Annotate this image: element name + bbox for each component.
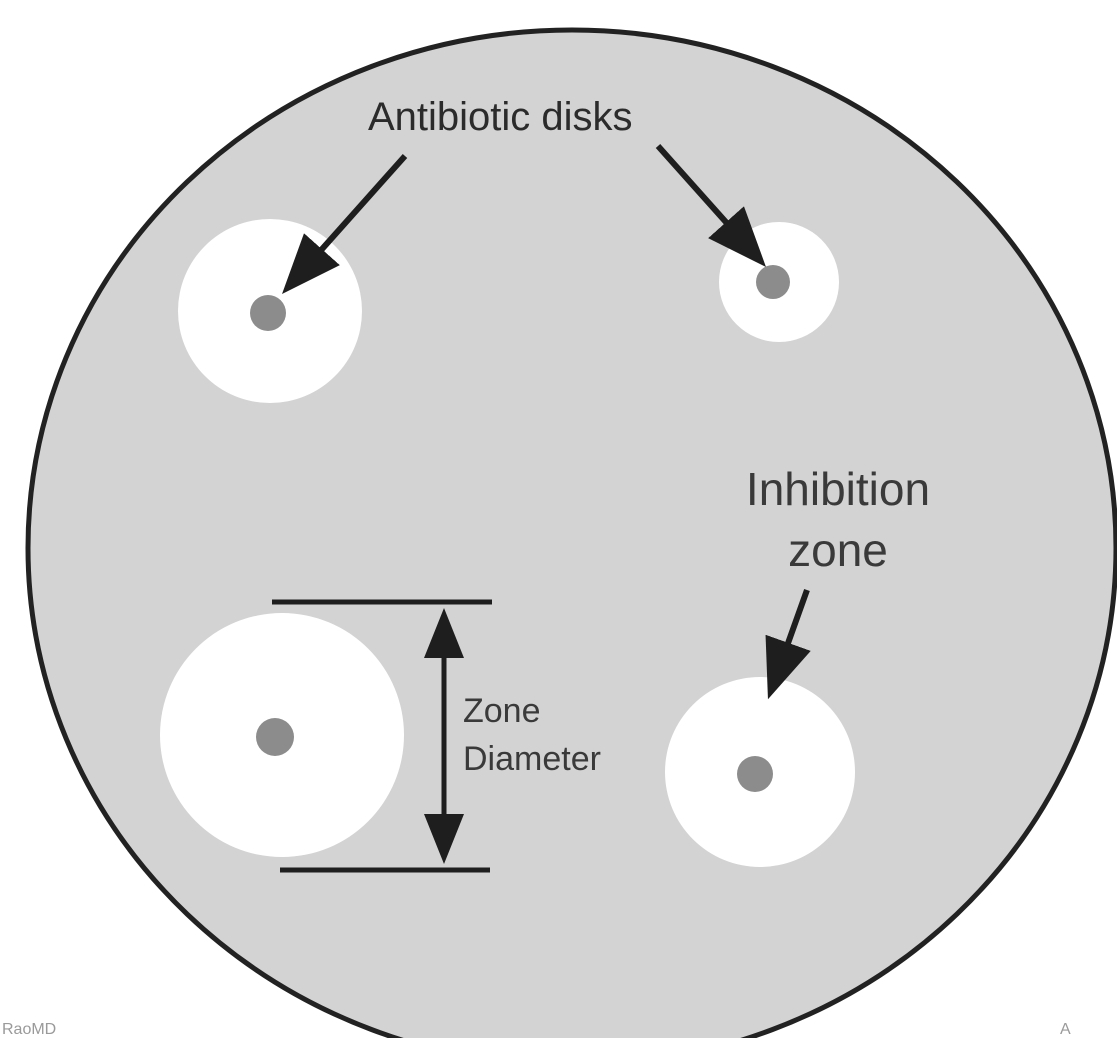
watermark-left: RaoMD <box>2 1021 56 1038</box>
label-zone-diameter-line1: Zone <box>463 692 541 730</box>
petri-dish <box>28 30 1116 1038</box>
label-zone-diameter-line2: Diameter <box>463 740 601 778</box>
label-zone: zone <box>788 524 888 576</box>
antibiotic-disk-bottom-left <box>256 718 294 756</box>
watermark-right: A <box>1060 1021 1071 1038</box>
label-antibiotic-disks: Antibiotic disks <box>368 95 633 139</box>
antibiotic-disk-top-left <box>250 295 286 331</box>
label-inhibition: Inhibition <box>746 463 930 515</box>
antibiotic-disk-bottom-right <box>737 756 773 792</box>
antibiotic-disk-top-right <box>756 265 790 299</box>
